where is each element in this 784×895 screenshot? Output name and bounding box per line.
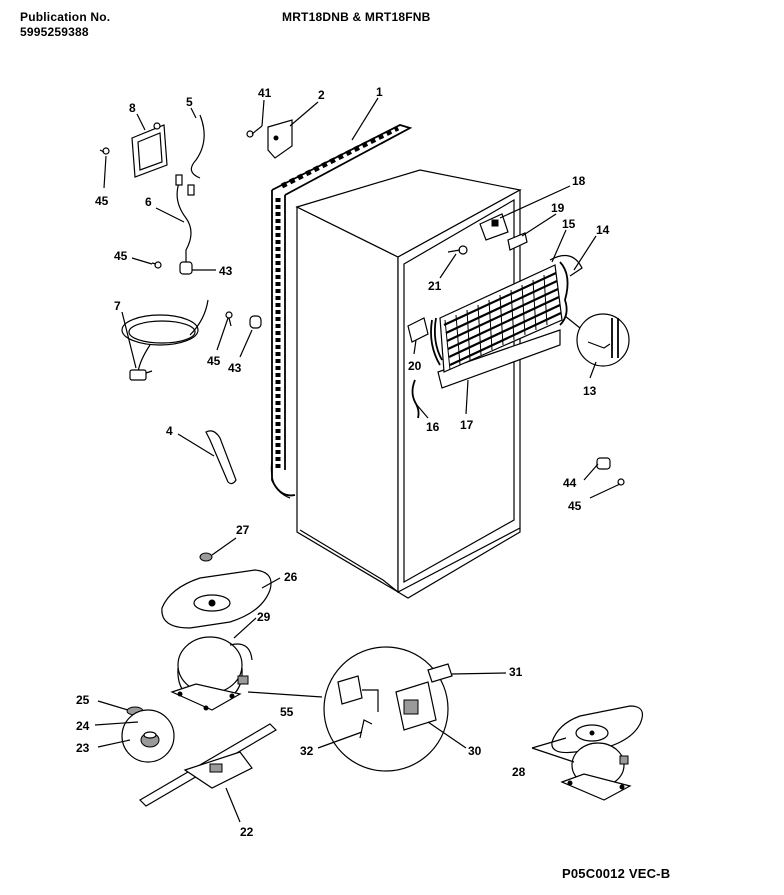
detail-13 [564,313,630,367]
callout-13: 13 [583,384,597,398]
callout-45-c: 45 [207,354,221,368]
evaporator-assembly [430,213,583,389]
callout-24: 24 [76,719,90,733]
publication-number: 5995259388 [20,25,89,39]
callout-16: 16 [426,420,440,434]
callout-5: 5 [186,95,193,109]
publication-label: Publication No. [20,10,111,24]
callout-44: 44 [563,476,577,490]
callout-14: 14 [596,223,610,237]
callout-41: 41 [258,86,272,100]
callout-4: 4 [166,424,173,438]
drain-pan-26 [161,569,272,629]
callout-31: 31 [509,665,523,679]
relay-detail-circle [323,646,453,772]
callout-15: 15 [562,217,576,231]
callout-43-b: 43 [228,361,242,375]
model-title: MRT18DNB & MRT18FNB [282,10,431,24]
cover-plate-8 [131,122,168,178]
compressor-28 [551,705,643,801]
callout-23: 23 [76,741,90,755]
callout-45-b: 45 [114,249,128,263]
part-20 [407,317,429,343]
callout-7: 7 [114,299,121,313]
grommet-27 [199,552,213,562]
callout-2: 2 [318,88,325,102]
callout-28: 28 [512,765,526,779]
callout-19: 19 [551,201,565,215]
leader-lines [94,97,621,823]
callout-22: 22 [240,825,254,839]
callout-32: 32 [300,744,314,758]
callout-1: 1 [376,85,383,99]
callout-21: 21 [428,279,442,293]
callout-55: 55 [280,705,294,719]
strap-4 [205,430,237,485]
callout-45-a: 45 [95,194,109,208]
clip-43-lower [249,315,262,329]
callout-8: 8 [129,101,136,115]
screw-45-c [225,311,233,327]
callout-6: 6 [145,195,152,209]
screw-45-a [99,147,110,155]
base-plate-22 [139,723,277,807]
part-16 [411,379,420,419]
condenser-coil [270,124,413,499]
bracket-2 [267,119,293,159]
callout-labels: 1 2 41 5 8 45 6 45 43 7 45 43 4 18 19 15… [76,85,610,839]
callout-18: 18 [572,174,586,188]
callout-30: 30 [468,744,482,758]
clip-44 [596,457,611,470]
callout-25: 25 [76,693,90,707]
screw-45-b [151,261,162,269]
wire-harness-5-6 [175,114,205,262]
callout-17: 17 [460,418,474,432]
screw-45-d [617,478,625,486]
callout-45-d: 45 [568,499,582,513]
callout-29: 29 [257,610,271,624]
clip-43-upper [179,261,193,275]
screw-41 [246,125,263,138]
compressor-29 [170,636,253,711]
callout-27: 27 [236,523,250,537]
callout-43-a: 43 [219,264,233,278]
diagram-code: P05C0012 VEC-B [562,866,671,881]
clip-21 [447,245,468,255]
callout-26: 26 [284,570,298,584]
refrigerator-cabinet [295,169,522,599]
callout-20: 20 [408,359,422,373]
grommet-23 [121,709,175,763]
power-cord-7 [121,299,209,381]
